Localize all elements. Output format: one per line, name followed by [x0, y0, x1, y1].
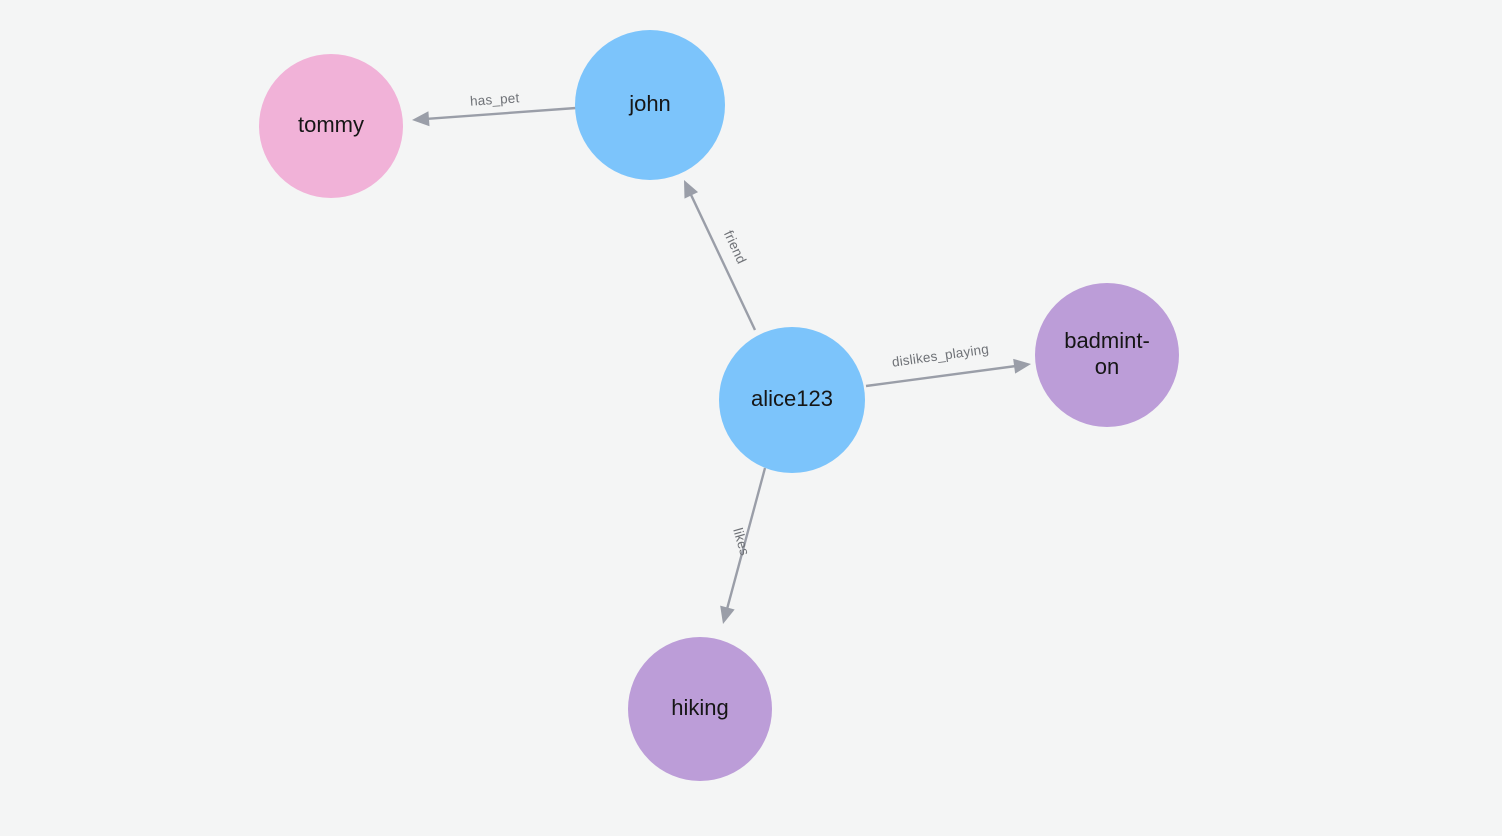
edge-line	[688, 190, 757, 331]
graph-edge[interactable]: likes	[720, 467, 767, 624]
edge-label: friend	[721, 228, 749, 266]
edge-label: likes	[730, 526, 752, 557]
node-circle[interactable]	[719, 327, 865, 473]
edge-label: dislikes_playing	[891, 341, 990, 369]
edge-arrowhead	[412, 111, 430, 127]
node-circle[interactable]	[575, 30, 725, 180]
edge-label: has_pet	[469, 90, 519, 108]
edge-line	[424, 106, 577, 121]
nodes-layer: tommy john alice123 badmint-on hiking	[259, 30, 1179, 781]
edge-line	[865, 364, 1020, 388]
graph-node-badminton[interactable]: badmint-on	[1035, 283, 1179, 427]
graph-node-john[interactable]: john	[575, 30, 725, 180]
graph-edge[interactable]: has_pet	[412, 90, 577, 127]
node-circle[interactable]	[259, 54, 403, 198]
edge-line	[725, 467, 767, 613]
edge-arrowhead	[1013, 358, 1031, 374]
graph-node-tommy[interactable]: tommy	[259, 54, 403, 198]
graph-node-hiking[interactable]: hiking	[628, 637, 772, 781]
edge-arrowhead	[720, 605, 735, 624]
edge-arrowhead	[684, 180, 699, 199]
graph-edge[interactable]: friend	[684, 180, 757, 331]
node-circle[interactable]	[628, 637, 772, 781]
graph-node-alice123[interactable]: alice123	[719, 327, 865, 473]
node-circle[interactable]	[1035, 283, 1179, 427]
graph-edge[interactable]: dislikes_playing	[865, 341, 1031, 388]
